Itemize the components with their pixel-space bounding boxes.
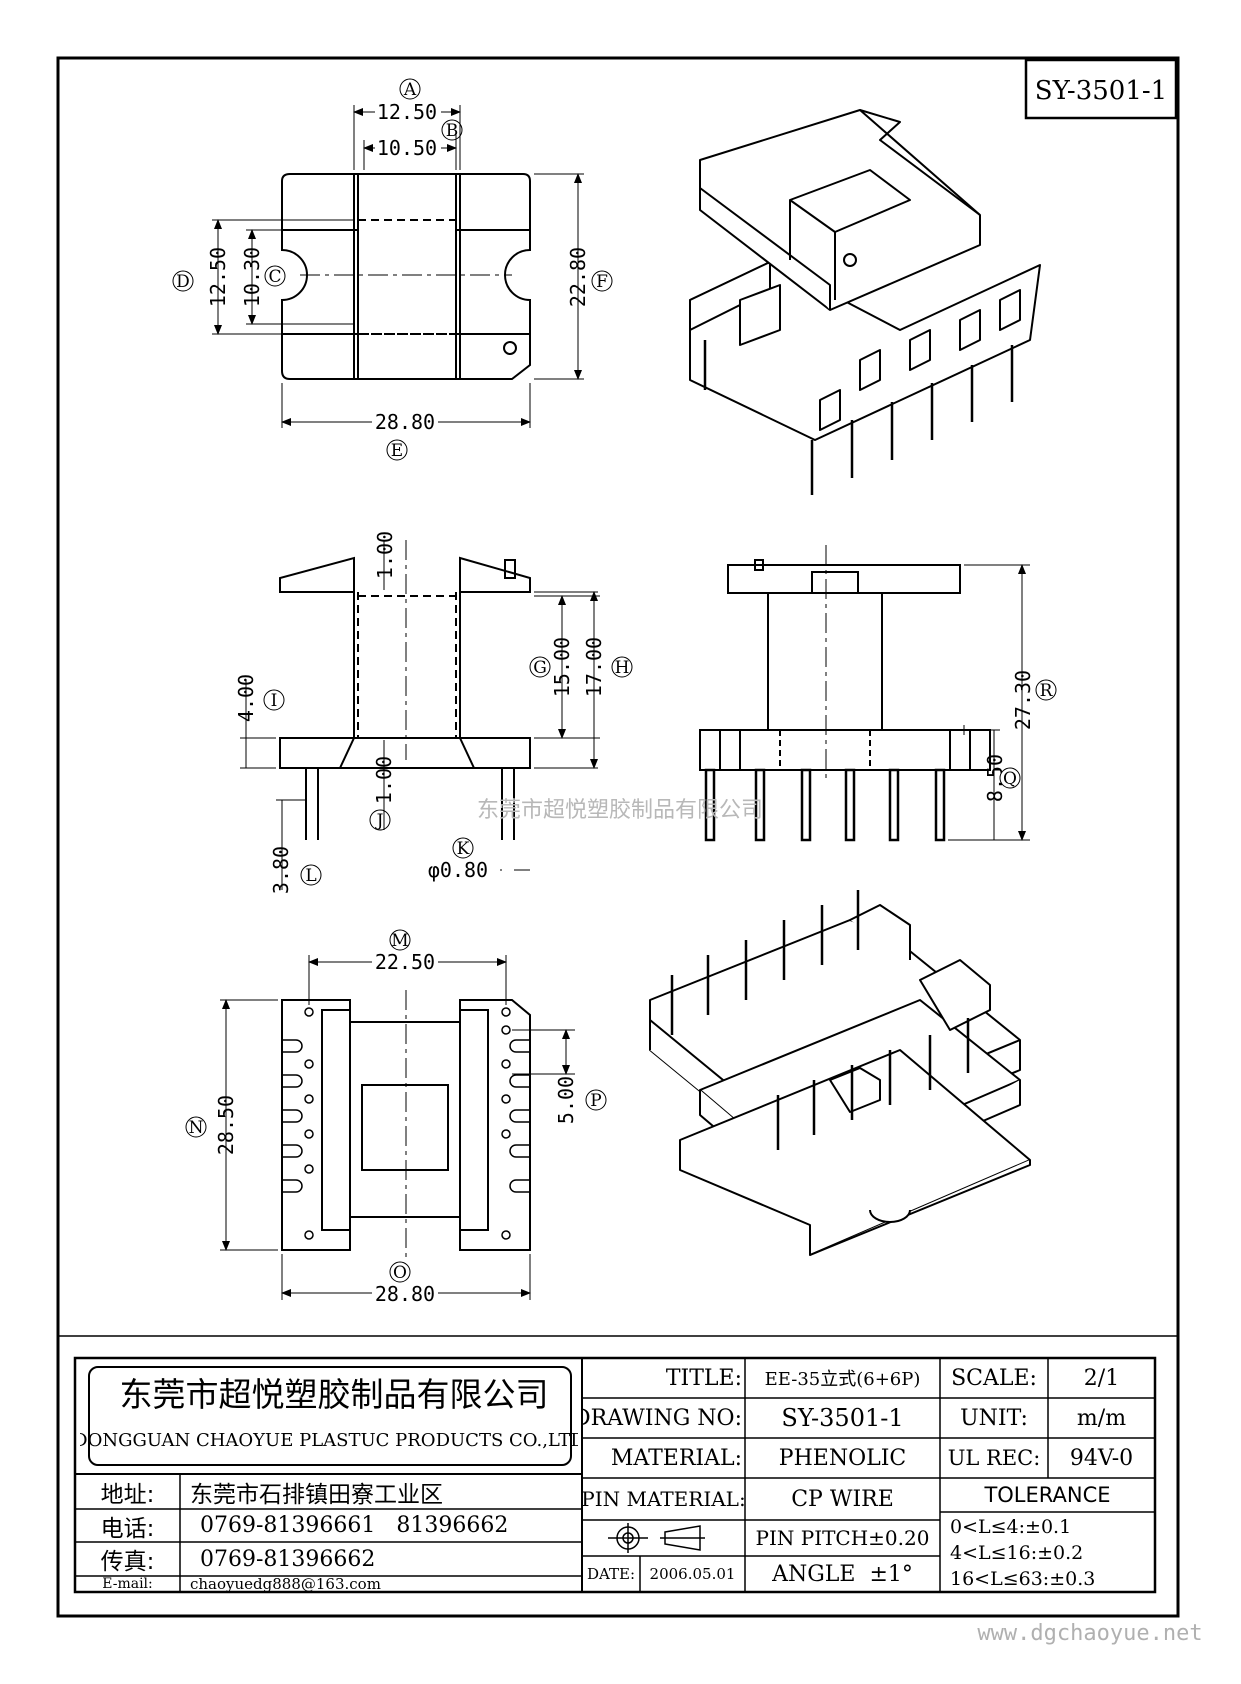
dim-k: φ0.80 (428, 858, 488, 882)
label-n: N (189, 1118, 204, 1138)
dim-f: 22.80 (566, 247, 590, 307)
dim-a: 12.50 (377, 100, 437, 124)
scale-value: 2/1 (1083, 1365, 1120, 1391)
projection-symbol-icon (608, 1523, 705, 1553)
drawing-no-label: DRAWING NO: (582, 1405, 742, 1431)
dim-n: 28.50 (214, 1095, 238, 1155)
iso-view-bottom-pins (670, 890, 970, 1150)
date-value: 2006.05.01 (649, 1565, 736, 1583)
company-name-frame (88, 1366, 572, 1466)
label-d: D (176, 272, 190, 292)
front-view-dim-lines (948, 564, 1030, 841)
company-name-cn: 东莞市超悦塑胶制品有限公司 (119, 1375, 549, 1414)
orientation-dot (503, 341, 517, 355)
tolerance-label: TOLERANCE (984, 1483, 1111, 1507)
iso-view-bottom (649, 904, 1031, 1256)
scale-label: SCALE: (951, 1365, 1037, 1391)
tolerance-line-2: 4<L≤16:±0.2 (950, 1542, 1084, 1564)
label-g: G (533, 658, 547, 678)
phone-value: 0769-81396661 81396662 (200, 1513, 509, 1538)
material-label: MATERIAL: (610, 1445, 742, 1471)
outer-frame (56, 56, 1180, 1618)
label-l: L (305, 866, 316, 886)
title-block-lines (58, 1335, 1178, 1594)
ul-rec-label: UL REC: (947, 1446, 1041, 1470)
material-value: PHENOLIC (778, 1445, 907, 1471)
part-code: SY-3501-1 (1035, 76, 1167, 106)
website: www.dgchaoyue.net (977, 1620, 1203, 1646)
side-view (240, 540, 600, 890)
drawing-no-value: SY-3501-1 (781, 1404, 904, 1432)
dim-m: 22.50 (375, 950, 435, 974)
tolerance-line-3: 16<L≤63:±0.3 (950, 1568, 1096, 1590)
dim-l: 3.80 (269, 846, 293, 894)
unit-value: m/m (1076, 1405, 1127, 1431)
watermark: 东莞市超悦塑胶制品有限公司 (477, 798, 763, 823)
bottom-view-dim-lines (220, 955, 575, 1300)
pin-material-label: PIN MATERIAL: (582, 1487, 745, 1511)
label-e: E (391, 441, 403, 461)
dim-h: 17.00 (582, 637, 606, 697)
front-view-pins (704, 768, 946, 842)
pin-material-value: CP WIRE (791, 1486, 894, 1512)
email-value: chaoyuedg888@163.com (190, 1576, 381, 1592)
company-name-en: DONGGUAN CHAOYUE PLASTUC PRODUCTS CO.,LT… (80, 1429, 578, 1451)
phone-label: 电话: (100, 1515, 155, 1542)
label-j: J (375, 811, 384, 831)
dim-p: 5.00 (554, 1076, 578, 1124)
label-b: B (446, 121, 459, 141)
dim-r: 27.30 (1011, 670, 1035, 730)
dim-c: 10.30 (240, 247, 264, 307)
label-p: P (590, 1091, 601, 1111)
title-label: TITLE: (665, 1365, 742, 1391)
iso-view-top-pins (703, 340, 1014, 495)
dim-e: 28.80 (375, 410, 435, 434)
unit-label: UNIT: (960, 1405, 1028, 1431)
dim-i: 4.00 (234, 674, 258, 722)
top-view-outline (281, 173, 531, 380)
fax-value: 0769-81396662 (200, 1546, 376, 1572)
bottom-view (281, 990, 531, 1260)
label-h: H (615, 658, 630, 678)
title-value: EE-35立式(6+6P) (764, 1369, 921, 1390)
label-r: R (1040, 681, 1054, 701)
label-k: K (457, 839, 470, 859)
label-a: A (403, 80, 417, 100)
label-q: Q (1003, 769, 1017, 789)
top-view-dims: 12.50 A 10.50 B 12.50 D 10.30 C 28.80 E … (172, 78, 613, 461)
tolerance-line-1: 0<L≤4:±0.1 (950, 1516, 1072, 1538)
ul-rec-value: 94V-0 (1069, 1445, 1134, 1471)
dim-g: 15.00 (550, 637, 574, 697)
iso-view-top (689, 109, 1041, 441)
dim-b: 10.50 (377, 136, 437, 160)
dim-o: 28.80 (375, 1282, 435, 1306)
pin-pitch: PIN PITCH±0.20 (755, 1526, 930, 1550)
angle: ANGLE ±1° (772, 1561, 913, 1587)
date-label: DATE: (586, 1565, 636, 1583)
side-view-dims: 1.00 15.00 G 17.00 H 4.00 I 1.00 J 3.80 … (234, 531, 633, 894)
bottom-view-slots (282, 1007, 530, 1240)
email-label: E-mail: (102, 1576, 153, 1592)
dim-j: 1.00 (372, 756, 396, 804)
dim-d: 12.50 (206, 247, 230, 307)
bottom-view-dims: M 22.50 28.50 N 5.00 P O 28.80 (185, 929, 607, 1306)
fax-label: 传真: (100, 1549, 155, 1575)
address-value: 东莞市石排镇田寮工业区 (190, 1481, 443, 1508)
label-f: F (596, 272, 608, 292)
label-o: O (393, 1263, 407, 1283)
front-view (699, 545, 991, 780)
front-view-dims: 27.30 R 8.50 Q (983, 670, 1057, 802)
dim-top-thickness: 1.00 (373, 531, 397, 579)
part-code-box (1024, 58, 1178, 120)
address-label: 地址: (100, 1481, 155, 1508)
label-m: M (391, 931, 408, 951)
label-i: I (271, 691, 278, 711)
label-c: C (268, 267, 281, 287)
